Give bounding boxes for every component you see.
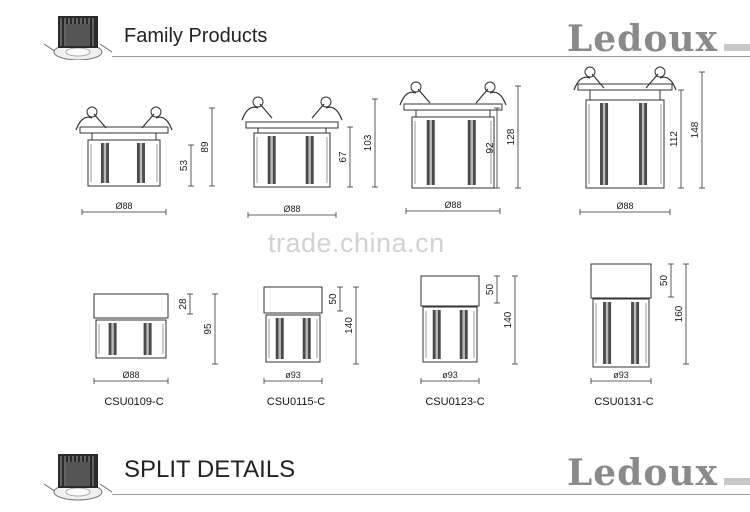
header-rule: [112, 56, 750, 57]
header-title: Family Products: [124, 25, 268, 47]
model-label-csu0109: CSU0109-C: [104, 396, 164, 408]
split-3-diameter-label: ø93: [442, 370, 458, 380]
header-logo: Ledoux: [566, 18, 718, 60]
assembled-4-clip-left-arm: [591, 73, 605, 89]
assembled-2-clip-left-arm: [259, 103, 273, 119]
model-label-csu0131: CSU0131-C: [594, 396, 654, 408]
assembled-2-collar: [257, 127, 327, 134]
footer-logo: Ledoux: [566, 452, 718, 494]
assembled-1-flange: [79, 126, 169, 134]
assembled-2-clip-right-spring: [325, 106, 343, 121]
assembled-2-body-fin-hl-1: [308, 136, 311, 184]
assembled-3-clip-left-arm: [417, 88, 431, 104]
assembled-2-body-fin-hl-0: [270, 136, 273, 184]
header-band: Family Products Ledoux: [0, 0, 750, 60]
assembled-1-body: [87, 139, 161, 187]
assembled-2-diameter-label: Ø88: [283, 204, 300, 214]
split-2-diameter-label: ø93: [285, 370, 301, 380]
split-2-body: [265, 314, 321, 363]
header-logo-bar: [724, 44, 750, 51]
assembled-2-total-height-label: 103: [363, 134, 374, 151]
split-2-body-fin-hl-0: [278, 318, 281, 359]
split-2-body-fin-hl-1: [305, 318, 308, 359]
assembled-3-body-fin-hl-1: [470, 120, 473, 185]
split-1-driver-box: [93, 293, 169, 319]
split-4-body-fin-hl-0: [605, 302, 609, 364]
assembled-4-flange: [577, 83, 673, 91]
assembled-1-body-height-label: 53: [179, 160, 190, 172]
assembled-4-clip-right-spring: [659, 76, 677, 91]
split-2-total-height-label: 140: [344, 317, 355, 334]
split-4-body-fin-hl-1: [633, 302, 637, 364]
assembled-1-clip-left-spring: [75, 116, 93, 131]
split-4-driver-box: [590, 263, 652, 299]
assembled-2-clip-right-arm: [311, 103, 325, 119]
assembled-3-flange: [403, 103, 503, 111]
assembled-1-body-fin-hl-0: [103, 143, 107, 183]
assembled-3-clip-right-spring: [489, 91, 507, 106]
assembled-1-clip-right-arm: [141, 113, 155, 129]
assembled-4-total-height-label: 148: [690, 121, 701, 138]
split-1-body-fin-hl-0: [111, 323, 114, 355]
split-3-body-fin-hl-1: [462, 310, 465, 359]
split-1-total-height-label: 95: [203, 323, 214, 335]
assembled-1-clip-right-spring: [155, 116, 173, 131]
assembled-1-clip-left-arm: [93, 113, 107, 129]
split-3-driver-box: [420, 275, 480, 307]
split-3-total-height-label: 140: [503, 311, 514, 328]
assembled-2-clip-left-spring: [241, 106, 259, 121]
split-3-body: [422, 306, 478, 363]
watermark-text: trade.china.cn: [268, 228, 445, 258]
assembled-2-body: [253, 132, 331, 188]
model-label-csu0123: CSU0123-C: [425, 396, 485, 408]
downlight-icon: [43, 454, 113, 501]
split-1-cap-height-label: 28: [178, 298, 189, 310]
split-1-body-fin-hl-1: [146, 323, 149, 355]
assembled-4-collar: [589, 89, 661, 101]
assembled-2-flange: [245, 121, 339, 129]
split-1-body: [95, 319, 167, 359]
assembled-3-collar: [415, 109, 491, 118]
assembled-4-body-height-label: 112: [669, 131, 680, 147]
split-4-body: [592, 298, 650, 368]
split-4-total-height-label: 160: [674, 305, 685, 322]
split-3-cap-height-label: 50: [485, 284, 496, 296]
assembled-3-body: [411, 116, 495, 189]
assembled-3-diameter-label: Ø88: [444, 200, 461, 210]
model-label-csu0115: CSU0115-C: [266, 396, 326, 408]
assembled-3-body-height-label: 92: [485, 142, 496, 154]
split-2-cap-height-label: 50: [328, 293, 339, 305]
assembled-3-clip-right-arm: [475, 88, 489, 104]
assembled-1-diameter-label: Ø88: [115, 201, 132, 211]
assembled-4-clip-right-arm: [645, 73, 659, 89]
split-4-cap-height-label: 50: [659, 275, 670, 287]
assembled-4-clip-left-spring: [573, 76, 591, 91]
assembled-3-clip-left-spring: [399, 91, 417, 106]
assembled-1-total-height-label: 89: [200, 141, 211, 153]
downlight-icon: [43, 16, 113, 60]
split-3-body-fin-hl-0: [435, 310, 438, 359]
assembled-3-total-height-label: 128: [506, 128, 517, 145]
assembled-2-body-height-label: 67: [338, 151, 349, 163]
footer-rule: [112, 494, 750, 495]
assembled-4-body-fin-hl-0: [602, 103, 606, 185]
split-2-driver-box: [263, 286, 323, 314]
assembled-1-collar: [91, 132, 157, 141]
assembled-4-body-fin-hl-1: [641, 103, 645, 185]
split-1-diameter-label: Ø88: [122, 370, 139, 380]
assembled-4-body: [585, 99, 665, 189]
assembled-3-body-fin-hl-0: [429, 120, 432, 185]
footer-title: SPLIT DETAILS: [124, 456, 296, 483]
footer-logo-bar: [724, 478, 750, 485]
assembled-4-diameter-label: Ø88: [616, 201, 633, 211]
assembled-1-body-fin-hl-1: [139, 143, 143, 183]
split-4-diameter-label: ø93: [613, 370, 629, 380]
footer-band: SPLIT DETAILS Ledoux: [0, 448, 750, 508]
